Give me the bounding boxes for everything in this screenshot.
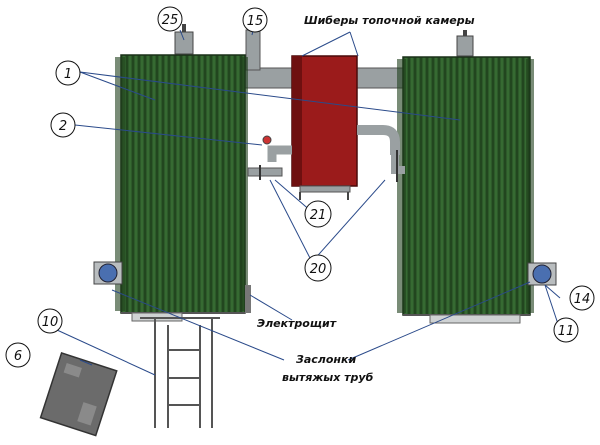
label-exhaust-dampers-2: вытяжых труб — [282, 371, 374, 384]
svg-text:14: 14 — [574, 292, 591, 307]
svg-text:15: 15 — [247, 14, 264, 29]
firebox-pipes — [247, 125, 405, 182]
svg-text:1: 1 — [64, 67, 72, 82]
svg-text:25: 25 — [162, 13, 179, 28]
callout-15: 15 — [242, 7, 268, 33]
right-tank — [397, 56, 534, 324]
svg-text:10: 10 — [42, 315, 59, 330]
callout-20: 20 — [304, 254, 332, 282]
label-electric-panel: Электрощит — [257, 317, 337, 330]
label-dampers-firebox: Шиберы топочной камеры — [304, 14, 475, 27]
left-chimney — [174, 24, 194, 55]
svg-text:20: 20 — [310, 262, 327, 277]
left-exhaust-fan — [93, 261, 123, 285]
left-tank — [115, 54, 248, 322]
control-box — [39, 352, 118, 437]
svg-text:11: 11 — [558, 324, 575, 339]
callout-11: 11 — [553, 317, 579, 343]
label-exhaust-dampers-1: Заслонки — [296, 353, 356, 366]
callout-10: 10 — [37, 308, 63, 334]
right-chimney — [456, 30, 474, 57]
right-exhaust-fan — [527, 262, 557, 286]
electric-panel-bracket — [245, 285, 251, 313]
svg-text:21: 21 — [310, 208, 327, 223]
firebox — [262, 55, 358, 200]
callout-21: 21 — [304, 200, 332, 228]
leader-lines — [56, 21, 561, 376]
callout-6: 6 — [5, 342, 31, 368]
callout-2: 2 — [50, 112, 76, 138]
callout-25: 25 — [157, 6, 183, 32]
callout-1: 1 — [55, 60, 81, 86]
callout-14: 14 — [569, 285, 595, 311]
ladder-stand — [140, 317, 220, 428]
svg-text:2: 2 — [59, 119, 67, 134]
svg-text:6: 6 — [14, 349, 22, 364]
